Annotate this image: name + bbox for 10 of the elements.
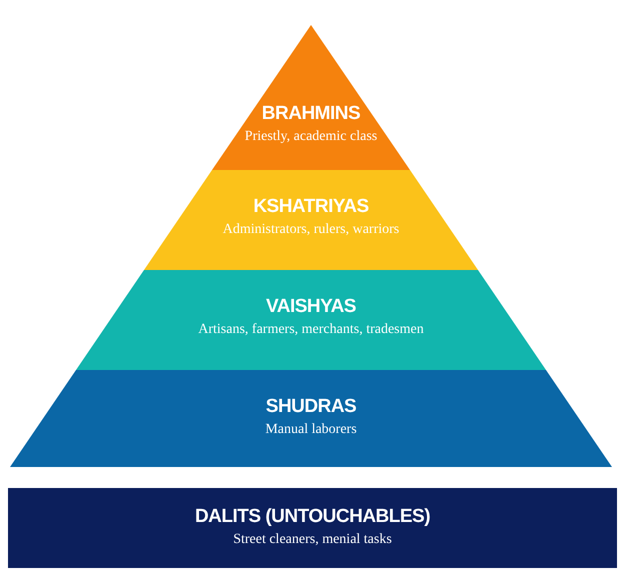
tier-description: Street cleaners, menial tasks <box>233 532 392 548</box>
tier-title: SHUDRAS <box>266 396 356 418</box>
tier-description: Manual laborers <box>265 422 357 438</box>
tier-description: Priestly, academic class <box>244 129 378 145</box>
tier-description: Artisans, farmers, merchants, tradesmen <box>198 322 424 338</box>
tier-title: DALITS (UNTOUCHABLES) <box>194 506 430 528</box>
tier-title: VAISHYAS <box>266 296 356 318</box>
tier-description: Administrators, rulers, warriors <box>222 222 400 238</box>
tier-title: KSHATRIYAS <box>253 196 369 218</box>
tier-title: BRAHMINS <box>262 103 360 125</box>
